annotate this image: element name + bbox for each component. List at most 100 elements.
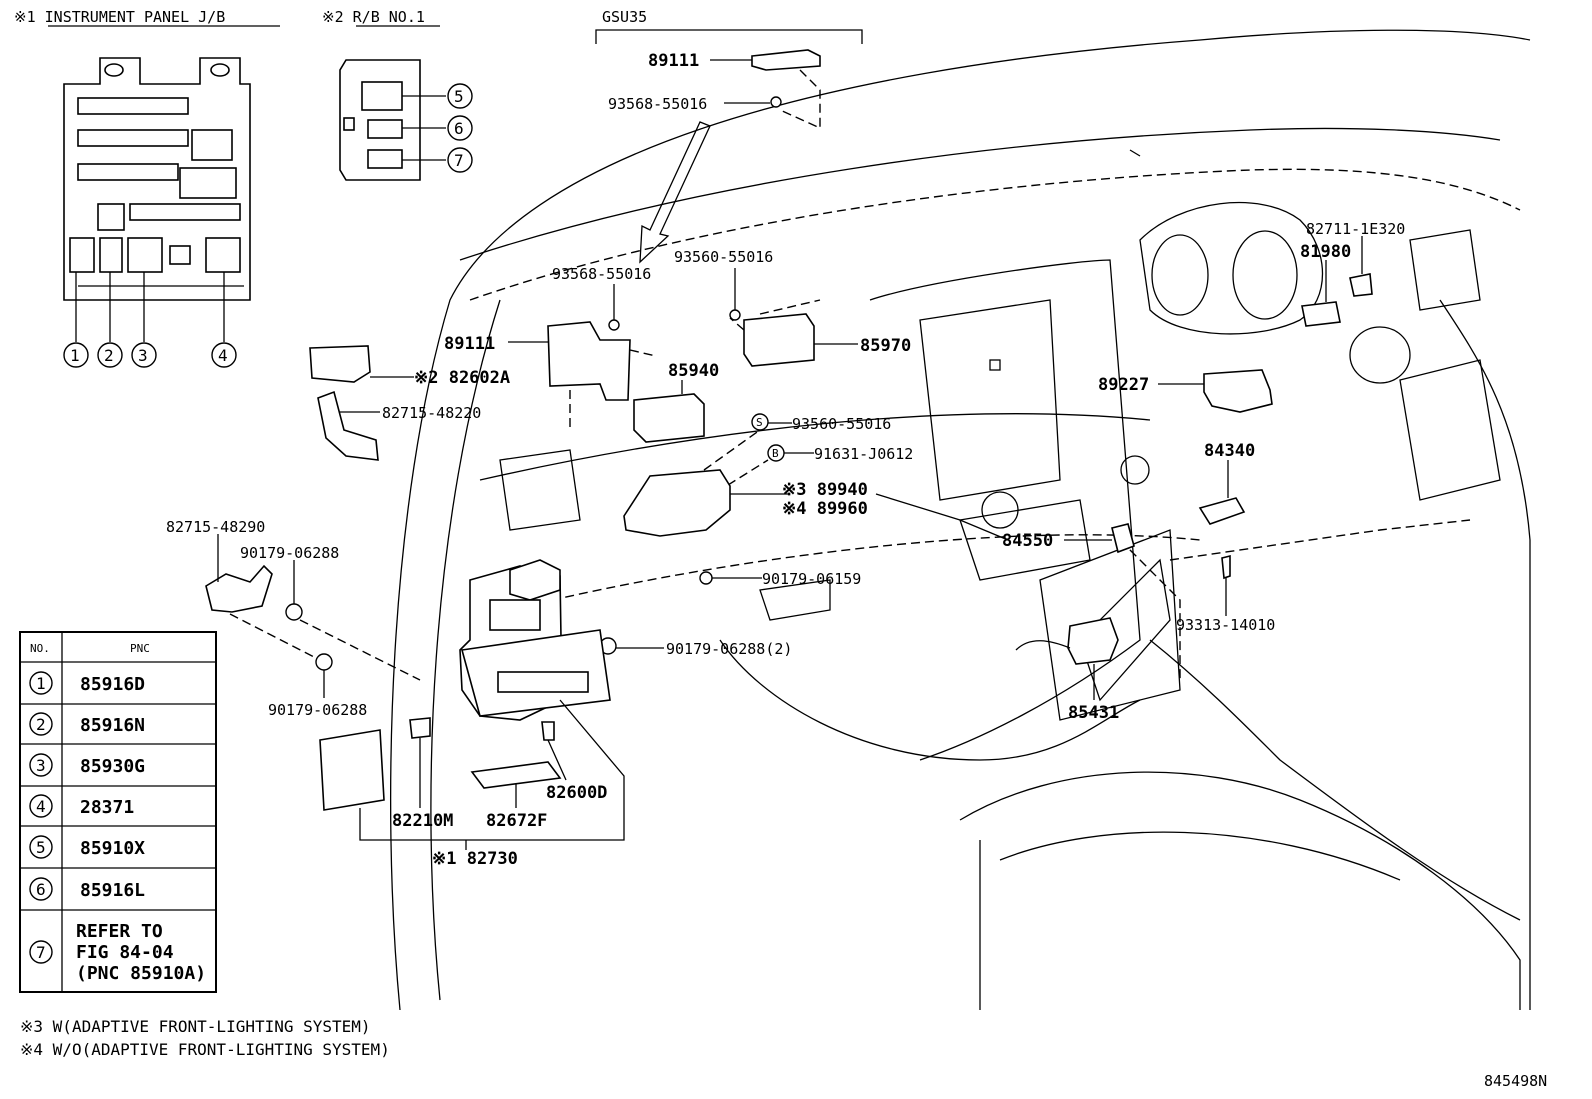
table-no-circle-6 xyxy=(29,877,53,901)
table-header-pnc: PNC xyxy=(130,642,150,655)
table-no-3: 3 xyxy=(36,756,46,775)
table-pnc-3: 85930G xyxy=(80,756,145,777)
table-pnc-4: 28371 xyxy=(80,797,134,818)
dash-s-b xyxy=(703,429,769,501)
label-90179-06159: 90179-06159 xyxy=(762,570,861,588)
bracket-82730 xyxy=(359,699,625,841)
callout-circle-1 xyxy=(63,342,89,368)
label-89960: ※4 89960 xyxy=(782,499,868,519)
callout-4: 4 xyxy=(218,346,228,365)
relay-block-drawing xyxy=(339,59,421,181)
clip-82600d xyxy=(541,721,555,741)
table-no-7: 7 xyxy=(36,943,46,962)
label-89111-mid: 89111 xyxy=(444,334,495,354)
table-pnc-2: 85916N xyxy=(80,715,145,736)
label-93313: 93313-14010 xyxy=(1176,616,1275,634)
table-no-1: 1 xyxy=(36,674,46,693)
wire-85431 xyxy=(1015,640,1071,651)
table-no-circle-4 xyxy=(29,794,53,818)
label-81980: 81980 xyxy=(1300,242,1351,262)
label-93560-s: 93560-55016 xyxy=(792,415,891,433)
dash-82715-48290 xyxy=(229,613,421,681)
callout-6: 6 xyxy=(454,119,464,138)
dashboard-outline xyxy=(389,29,1531,1011)
label-89227: 89227 xyxy=(1098,375,1149,395)
screw-93568-b xyxy=(608,319,620,331)
callout-3: 3 xyxy=(138,346,148,365)
callout-5: 5 xyxy=(454,87,464,106)
cover-82672f xyxy=(470,761,562,789)
callout-1: 1 xyxy=(70,346,80,365)
label-90179-b: 90179-06288 xyxy=(268,701,367,719)
callout-circle-2 xyxy=(97,342,123,368)
leader-89940-to-84550 xyxy=(875,493,1009,541)
variant-label: GSU35 xyxy=(602,8,647,26)
clip-90179-06159 xyxy=(699,571,713,585)
sensor-89111-top xyxy=(751,49,821,71)
table-no-circle-5 xyxy=(29,835,53,859)
dash-89111-mid xyxy=(569,349,657,430)
b-marker: B xyxy=(772,447,779,460)
table-pnc-6: 85916L xyxy=(80,880,145,901)
table-pnc-5: 85910X xyxy=(80,838,145,859)
label-82715-48290: 82715-48290 xyxy=(166,518,265,536)
label-93568-b: 93568-55016 xyxy=(552,265,651,283)
label-93568-top: 93568-55016 xyxy=(608,95,707,113)
clip-90179-b xyxy=(315,653,333,671)
label-93560-a: 93560-55016 xyxy=(674,248,773,266)
label-82672f: 82672F xyxy=(486,811,547,831)
label-91631: 91631-J0612 xyxy=(814,445,913,463)
callout-circle-4 xyxy=(211,342,237,368)
relay-82210m xyxy=(409,717,431,739)
screw-93313 xyxy=(1221,554,1231,580)
arrow-indicator xyxy=(639,121,711,264)
s-marker-circle xyxy=(751,413,769,431)
leader-82600d xyxy=(547,739,567,781)
jb-assembly-82730 xyxy=(459,559,611,721)
table-no-circle-7 xyxy=(29,940,53,964)
jb-title: ※1 INSTRUMENT PANEL J/B xyxy=(14,8,225,26)
s-marker: S xyxy=(756,416,763,429)
label-84550: 84550 xyxy=(1002,531,1053,551)
label-90179-a: 90179-06288 xyxy=(240,544,339,562)
switch-89940-89960 xyxy=(623,469,731,537)
callout-circle-5 xyxy=(447,83,473,109)
table-no-2: 2 xyxy=(36,715,46,734)
switch-82602a xyxy=(309,345,371,383)
relay-85970 xyxy=(743,313,815,367)
table-header-no: NO. xyxy=(30,642,50,655)
module-89227 xyxy=(1203,369,1273,413)
table-no-circle-1 xyxy=(29,671,53,695)
label-85431: 85431 xyxy=(1068,703,1119,723)
label-89940: ※3 89940 xyxy=(782,480,868,500)
callout-7: 7 xyxy=(454,151,464,170)
table-pnc-7-line1: REFER TO xyxy=(76,921,163,942)
table-no-5: 5 xyxy=(36,838,46,857)
label-82715-48220: 82715-48220 xyxy=(382,404,481,422)
clip-82711-1e320 xyxy=(1349,273,1373,297)
label-84340: 84340 xyxy=(1204,441,1255,461)
label-82210m: 82210M xyxy=(392,811,453,831)
label-85940: 85940 xyxy=(668,361,719,381)
table-no-6: 6 xyxy=(36,880,46,899)
sensor-81980 xyxy=(1301,301,1341,327)
table-no-circle-3 xyxy=(29,753,53,777)
variant-bracket xyxy=(595,29,863,44)
clip-90179-a xyxy=(285,603,303,621)
label-85970: 85970 xyxy=(860,336,911,356)
dash-85970 xyxy=(729,299,821,331)
footnote-3: ※3 W(ADAPTIVE FRONT-LIGHTING SYSTEM) xyxy=(20,1017,371,1036)
callout-circle-3 xyxy=(131,342,157,368)
dash-89111-top xyxy=(779,69,821,130)
module-85940 xyxy=(633,393,705,443)
callout-2: 2 xyxy=(104,346,114,365)
callout-circle-7 xyxy=(447,147,473,173)
label-89111-top: 89111 xyxy=(648,51,699,71)
table-no-circle-2 xyxy=(29,712,53,736)
label-82711: 82711-1E320 xyxy=(1306,220,1405,238)
bracket-82715-48220 xyxy=(317,390,379,461)
rb-title: ※2 R/B NO.1 xyxy=(322,8,425,26)
bracket-82715-48290 xyxy=(205,564,273,613)
footnote-4: ※4 W/O(ADAPTIVE FRONT-LIGHTING SYSTEM) xyxy=(20,1040,390,1059)
label-90179-2: 90179-06288(2) xyxy=(666,640,792,658)
